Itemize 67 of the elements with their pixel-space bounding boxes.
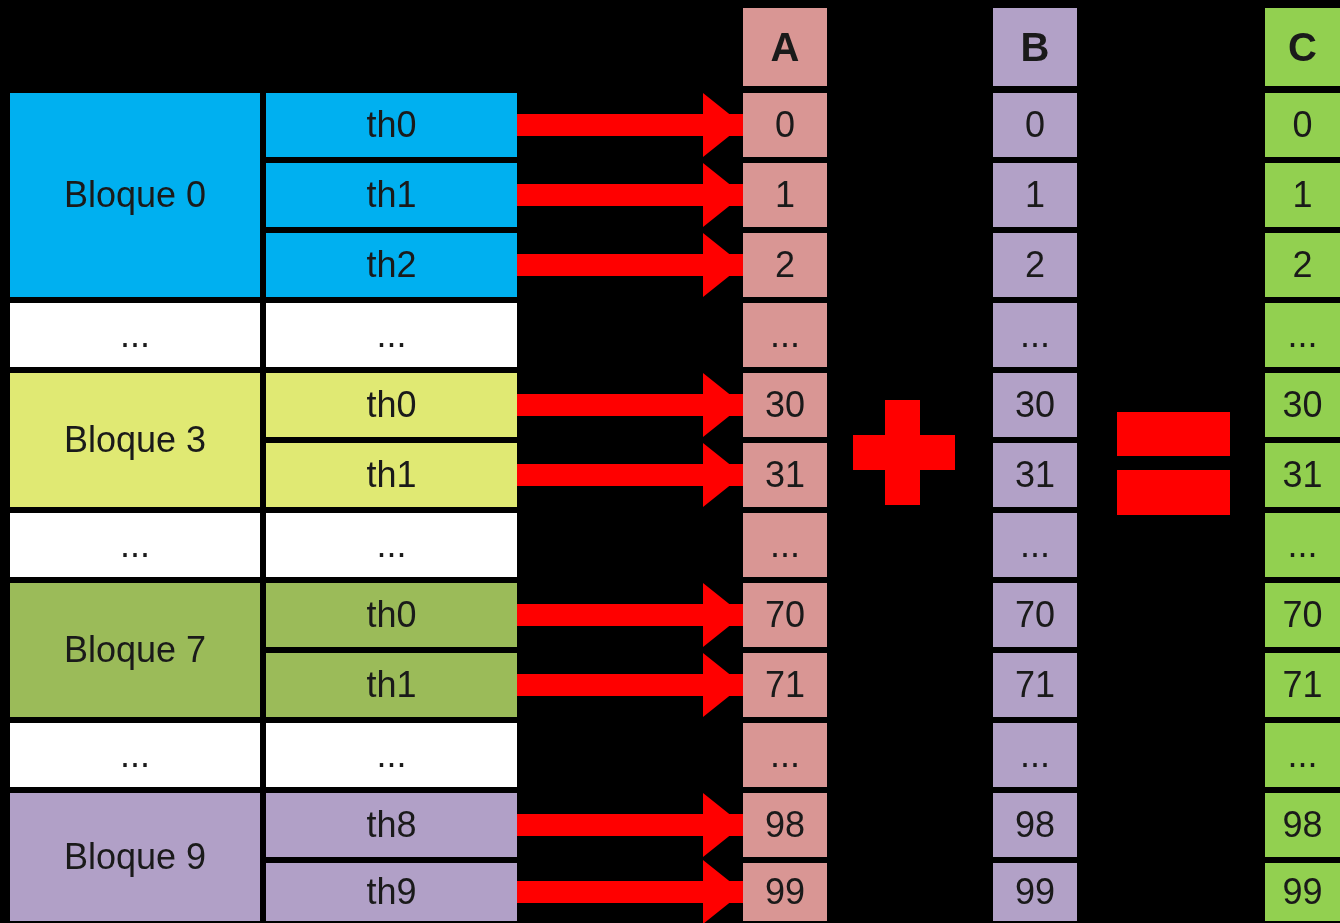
array-cell: ... [1265,303,1340,367]
thread-cell: th0 [266,583,517,647]
array-cell: ... [743,303,827,367]
array-cell: 31 [743,443,827,507]
block-cell: Bloque 9 [10,793,260,921]
thread-cell: th2 [266,233,517,297]
ellipsis-cell: ... [10,723,260,787]
column-header: A [743,8,827,86]
block-cell: Bloque 7 [10,583,260,717]
array-cell: 71 [743,653,827,717]
arrow [517,93,743,157]
array-cell: ... [1265,513,1340,577]
array-cell: 0 [743,93,827,157]
thread-cell: th1 [266,653,517,717]
arrow [517,373,743,437]
array-cell: 98 [993,793,1077,857]
array-cell: 1 [993,163,1077,227]
array-cell: 98 [743,793,827,857]
array-cell: 99 [1265,863,1340,921]
block-cell: Bloque 3 [10,373,260,507]
array-cell: ... [1265,723,1340,787]
array-cell: 70 [993,583,1077,647]
array-cell: 31 [993,443,1077,507]
arrow [517,163,743,227]
thread-cell: th1 [266,163,517,227]
array-cell: 71 [1265,653,1340,717]
thread-cell: th0 [266,373,517,437]
thread-cell: th8 [266,793,517,857]
array-cell: 70 [1265,583,1340,647]
array-cell: ... [743,723,827,787]
array-cell: 70 [743,583,827,647]
array-cell: 98 [1265,793,1340,857]
array-cell: 71 [993,653,1077,717]
array-cell: 0 [1265,93,1340,157]
array-cell: 1 [1265,163,1340,227]
array-cell: ... [743,513,827,577]
array-cell: 0 [993,93,1077,157]
thread-cell: th9 [266,863,517,921]
arrow [517,653,743,717]
ellipsis-cell: ... [266,723,517,787]
array-cell: 1 [743,163,827,227]
array-cell: ... [993,303,1077,367]
thread-cell: th0 [266,93,517,157]
array-cell: 31 [1265,443,1340,507]
block-cell: Bloque 0 [10,93,260,297]
ellipsis-cell: ... [10,303,260,367]
column-header: B [993,8,1077,86]
array-cell: 2 [1265,233,1340,297]
array-cell: 99 [743,863,827,921]
array-cell: ... [993,723,1077,787]
arrow [517,443,743,507]
array-cell: 2 [743,233,827,297]
ellipsis-cell: ... [266,513,517,577]
arrow [517,583,743,647]
arrow [517,793,743,857]
array-cell: 2 [993,233,1077,297]
arrow [517,860,743,923]
ellipsis-cell: ... [266,303,517,367]
array-cell: 30 [1265,373,1340,437]
thread-cell: th1 [266,443,517,507]
array-cell: 30 [993,373,1077,437]
array-cell: 30 [743,373,827,437]
array-cell: 99 [993,863,1077,921]
array-cell: ... [993,513,1077,577]
column-header: C [1265,8,1340,86]
arrow [517,233,743,297]
ellipsis-cell: ... [10,513,260,577]
